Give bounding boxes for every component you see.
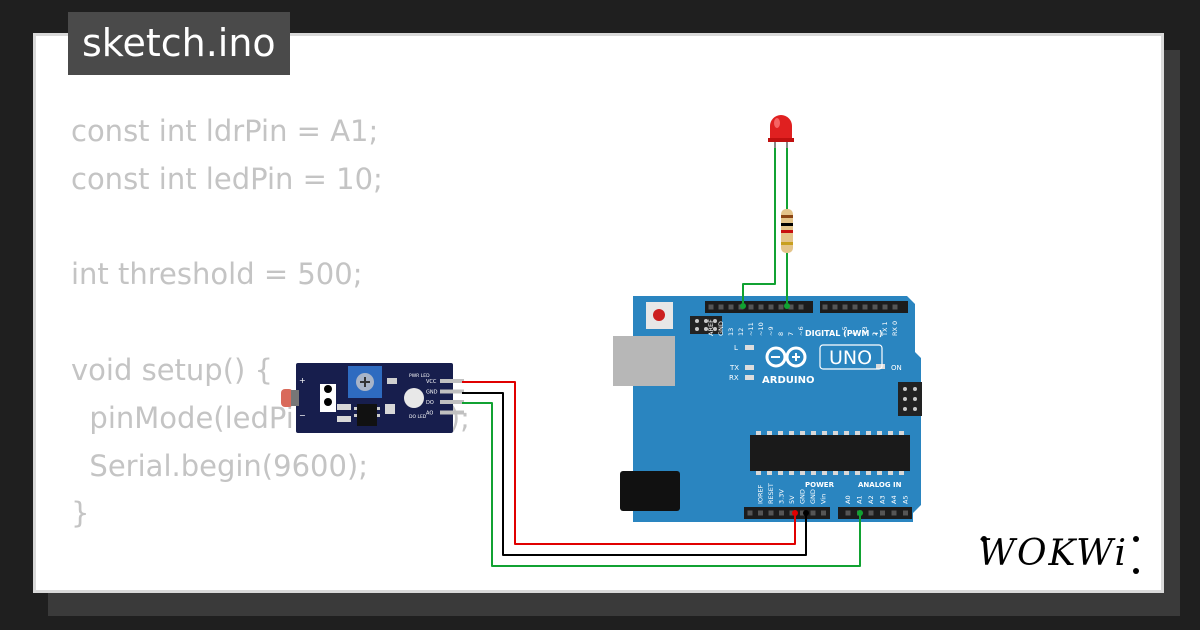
svg-text:WOKWi: WOKWi: [978, 533, 1128, 574]
power-pin-label: GND: [799, 489, 807, 504]
code-line: const int ldrPin = A1;: [71, 114, 379, 148]
board-name: UNO: [829, 347, 872, 369]
analog-pin-label: A2: [867, 495, 875, 504]
analog-pin-label: A3: [879, 495, 887, 504]
atmega-chip: [750, 435, 910, 471]
header-pin-label: 7: [787, 332, 795, 336]
analog-pin-label: A4: [890, 495, 898, 504]
header-pin-label: 2: [871, 332, 879, 336]
photoresistor: [281, 389, 293, 407]
resistor[interactable]: [781, 209, 793, 253]
header-pin-label: 12: [737, 328, 745, 336]
preview-card: const int ldrPin = A1; const int ledPin =…: [33, 33, 1164, 593]
ldr-sensor-module[interactable]: + − PWR LED DO LED VCC GND DO AO: [281, 363, 464, 433]
sensor-header-pin[interactable]: [440, 400, 464, 404]
header-pin-label: ~6: [797, 326, 805, 336]
analog-pin-label: A5: [902, 495, 910, 504]
l-label: L: [734, 344, 738, 352]
code-line: const int ledPin = 10;: [71, 161, 383, 196]
power-label: POWER: [805, 481, 835, 489]
code-line: }: [71, 496, 90, 531]
sensor-pin-label: GND: [426, 390, 438, 396]
power-pin-label: IOREF: [757, 484, 765, 504]
header-pin-label: TX 1: [881, 321, 889, 337]
sensor-header-pin[interactable]: [440, 389, 464, 394]
header-pin-label: ~11: [747, 322, 755, 336]
tx-label: TX: [729, 364, 739, 372]
sensor-plus-label: +: [299, 376, 306, 385]
header-pin-label: ~10: [757, 322, 765, 336]
sensor-minus-label: −: [299, 411, 306, 420]
code-line: int threshold = 500;: [71, 257, 363, 292]
analog-header[interactable]: [838, 507, 912, 519]
sensor-led: [404, 388, 424, 408]
sensor-pin-label: VCC: [426, 379, 437, 385]
wire-gnd-gnd[interactable]: [462, 392, 807, 556]
rx-label: RX: [729, 374, 739, 382]
power-header[interactable]: [744, 507, 830, 519]
tx-led: [745, 365, 754, 370]
power-pin-label: RESET: [767, 483, 775, 504]
on-label: ON: [891, 364, 902, 372]
digital-label: DIGITAL (PWM ~): [805, 329, 883, 338]
power-pin-label: GND: [809, 489, 817, 504]
code-line: Serial.begin(9600);: [71, 448, 369, 483]
header-pin-label: 13: [727, 328, 735, 336]
header-pin-label: AREF: [707, 319, 715, 336]
sketch-title[interactable]: sketch.ino: [68, 12, 290, 75]
l-led: [745, 345, 754, 350]
power-pin-label: Vin: [820, 494, 828, 504]
pwr-led-label: PWR LED: [409, 373, 430, 379]
usb-connector: [613, 336, 675, 386]
header-pin-label: 4: [851, 332, 859, 336]
sensor-pin-label: DO: [426, 400, 434, 406]
analog-pin-label: A1: [856, 495, 864, 504]
on-led: [876, 364, 885, 369]
arduino-infinity-icon: [765, 346, 807, 368]
red-led[interactable]: [768, 115, 794, 148]
code-line: void setup() {: [71, 352, 273, 387]
power-pin-label: 5V: [788, 495, 796, 504]
power-jack: [620, 471, 680, 511]
header-pin-label: ~3: [861, 326, 869, 336]
sensor-header-pin[interactable]: [440, 410, 464, 415]
brand-label: ARDUINO: [762, 375, 814, 386]
power-pin-label: 3.3V: [778, 489, 786, 504]
header-pin-label: 8: [777, 332, 785, 336]
analog-label: ANALOG IN: [858, 481, 902, 489]
analog-pin-label: A0: [844, 495, 852, 504]
header-pin-label: RX 0: [891, 321, 899, 336]
wire-vcc-5v[interactable]: [462, 381, 796, 545]
wokwi-logo[interactable]: WOKWi: [976, 527, 1151, 577]
comparator-chip: [357, 404, 377, 426]
rx-led: [745, 375, 754, 380]
do-led-label: DO LED: [409, 414, 427, 420]
sensor-header-pin[interactable]: [440, 379, 464, 383]
wire-led-gnd[interactable]: [742, 145, 776, 303]
header-pin-label: ~5: [841, 326, 849, 336]
header-pin-label: ~9: [767, 326, 775, 336]
wire-ao-a1[interactable]: [462, 402, 861, 567]
sensor-pin-label: AO: [426, 411, 433, 417]
header-pin-label: GND: [717, 321, 725, 336]
